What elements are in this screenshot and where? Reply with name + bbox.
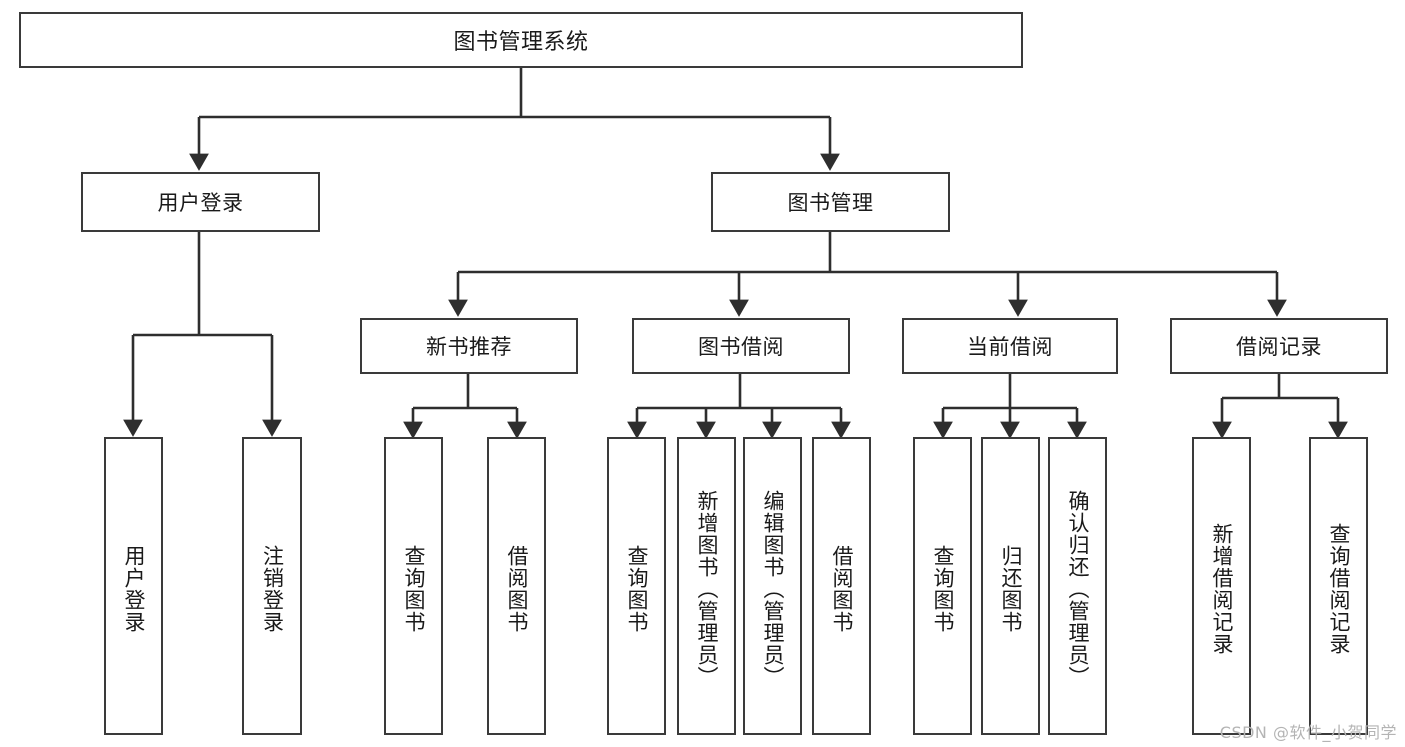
leaf-new-book-borrow-book[interactable]: 借阅图书 [487, 437, 546, 735]
leaf-book-borrow-add-book-admin[interactable]: 新增图书（管理员） [677, 437, 736, 735]
node-label: 编辑图书（管理员） [761, 490, 785, 688]
node-label: 归还图书 [999, 545, 1023, 633]
leaf-current-borrow-confirm-return-admin[interactable]: 确认归还（管理员） [1048, 437, 1107, 735]
node-label: 新书推荐 [426, 335, 512, 359]
node-label: 新增图书（管理员） [695, 490, 719, 688]
leaf-borrow-record-add-record[interactable]: 新增借阅记录 [1192, 437, 1251, 735]
watermark-text: CSDN @软件_小贺同学 [1219, 723, 1397, 742]
node-label: 图书借阅 [698, 335, 784, 359]
leaf-current-borrow-return-book[interactable]: 归还图书 [981, 437, 1040, 735]
node-label: 查询借阅记录 [1327, 523, 1351, 655]
node-current-borrow[interactable]: 当前借阅 [902, 318, 1118, 374]
leaf-borrow-record-query-record[interactable]: 查询借阅记录 [1309, 437, 1368, 735]
node-label: 查询图书 [402, 545, 426, 633]
leaf-current-borrow-query-book[interactable]: 查询图书 [913, 437, 972, 735]
node-book-management[interactable]: 图书管理 [711, 172, 950, 232]
node-label: 图书管理 [787, 191, 874, 215]
node-label: 借阅记录 [1236, 335, 1322, 359]
leaf-book-borrow-query-book[interactable]: 查询图书 [607, 437, 666, 735]
node-book-borrow[interactable]: 图书借阅 [632, 318, 850, 374]
node-label: 确认归还（管理员） [1066, 490, 1090, 688]
node-label: 用户登录 [157, 191, 244, 215]
leaf-user-login-logout[interactable]: 注销登录 [242, 437, 302, 735]
leaf-new-book-query-book[interactable]: 查询图书 [384, 437, 443, 735]
node-label: 查询图书 [931, 545, 955, 633]
node-label: 当前借阅 [967, 335, 1053, 359]
node-root-system[interactable]: 图书管理系统 [19, 12, 1023, 68]
node-label: 查询图书 [625, 545, 649, 633]
node-new-book-recommend[interactable]: 新书推荐 [360, 318, 578, 374]
node-label: 借阅图书 [830, 545, 854, 633]
node-borrow-record[interactable]: 借阅记录 [1170, 318, 1388, 374]
node-label: 新增借阅记录 [1210, 523, 1234, 655]
leaf-book-borrow-edit-book-admin[interactable]: 编辑图书（管理员） [743, 437, 802, 735]
leaf-book-borrow-borrow-book[interactable]: 借阅图书 [812, 437, 871, 735]
node-label: 图书管理系统 [453, 30, 589, 55]
node-user-login[interactable]: 用户登录 [81, 172, 320, 232]
node-label: 用户登录 [122, 545, 146, 633]
node-label: 借阅图书 [505, 545, 529, 633]
node-label: 注销登录 [260, 545, 285, 633]
leaf-user-login-login[interactable]: 用户登录 [104, 437, 163, 735]
